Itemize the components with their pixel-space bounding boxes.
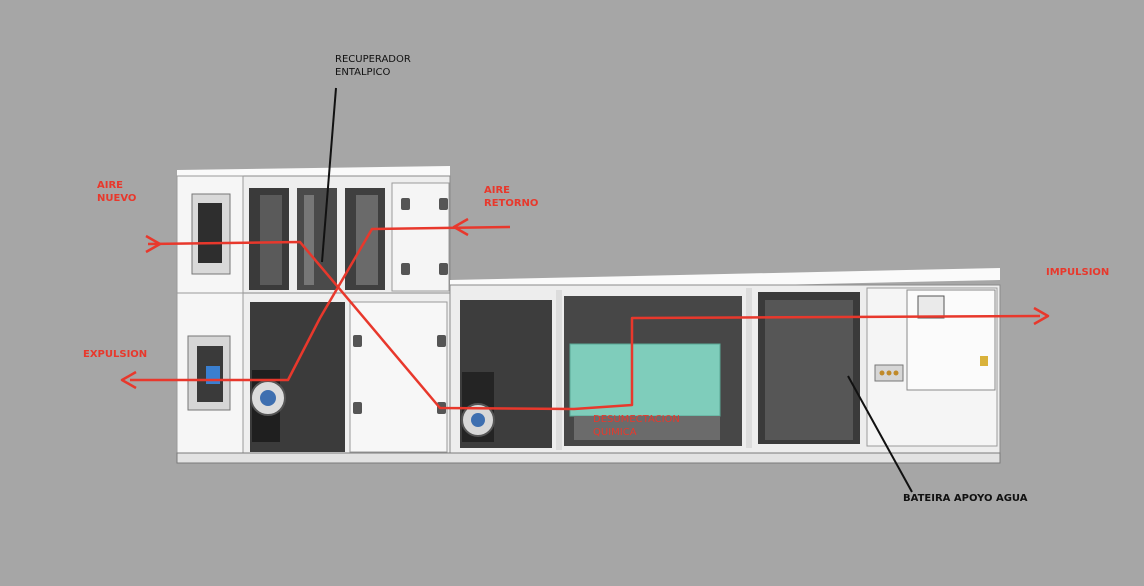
- main-long-module: [449, 268, 1001, 458]
- label-expulsion: EXPULSION: [83, 349, 148, 360]
- fresh-air-path: [147, 240, 1041, 411]
- airflow-paths: [120, 217, 1050, 411]
- bateria-leader: [847, 375, 913, 493]
- return-air-path: [130, 225, 511, 382]
- lower-left-module: [176, 292, 451, 458]
- recuperador-leader: [321, 87, 337, 263]
- label-aire-nuevo: AIRE NUEVO: [97, 180, 137, 204]
- supply-arrow: [1033, 306, 1050, 326]
- label-recuperador: RECUPERADOR ENTALPICO: [335, 54, 411, 78]
- exhaust-arrow: [120, 370, 137, 390]
- label-impulsion: IMPULSION: [1046, 267, 1110, 278]
- label-desumectacion: DESUMECTACION QUIMICA: [593, 414, 680, 438]
- fresh-air-arrow: [145, 234, 162, 254]
- base-rail: [176, 452, 1001, 464]
- return-air-arrow: [452, 217, 469, 237]
- label-bateria: BATEIRA APOYO AGUA: [903, 493, 1028, 504]
- label-aire-retorno: AIRE RETORNO: [484, 185, 539, 209]
